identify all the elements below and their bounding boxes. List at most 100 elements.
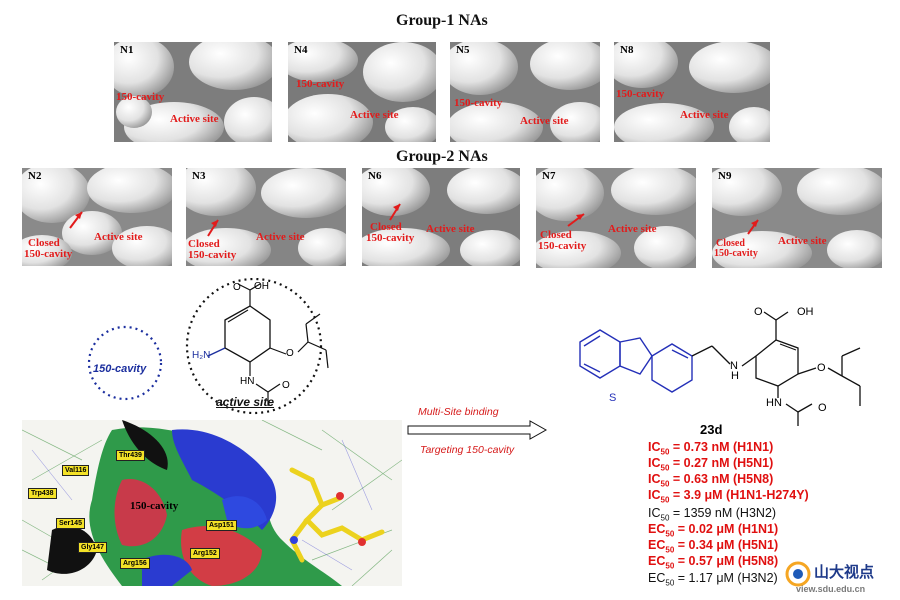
compound-hn-label: HN bbox=[766, 397, 782, 409]
cavity-label: 150-cavity bbox=[24, 248, 73, 260]
compound-oh-label: OH bbox=[797, 306, 814, 318]
cavity-label: 150-cavity bbox=[616, 88, 665, 100]
cyclohexene-ring bbox=[224, 305, 271, 363]
docking-image: 150-cavity Thr439 Val116 Trp438 Ser145 G… bbox=[22, 420, 402, 586]
h2n-label: H₂N bbox=[192, 350, 211, 361]
active-site-circle bbox=[185, 278, 323, 415]
hn-label: HN bbox=[240, 376, 255, 387]
panel-label: N2 bbox=[28, 170, 42, 182]
cavity-label: 150-cavity bbox=[538, 240, 587, 252]
closed-label: Closed bbox=[540, 229, 572, 241]
oh-label: OH bbox=[254, 281, 269, 292]
residue-label: Gly147 bbox=[78, 542, 107, 553]
active-site-label: Active site bbox=[256, 231, 305, 243]
surface-n7 bbox=[536, 168, 696, 268]
closed-label: Closed bbox=[28, 237, 60, 249]
compound-ether-o-label: O bbox=[817, 362, 826, 374]
result-line: IC50 = 0.73 nM (H1N1) bbox=[648, 440, 774, 457]
panel-n1: N1 150-cavity Active site bbox=[114, 42, 272, 142]
panel-label: N7 bbox=[542, 170, 556, 182]
cavity-150-label: 150-cavity bbox=[93, 363, 147, 375]
active-site-label: Active site bbox=[350, 109, 399, 121]
surface-n9 bbox=[712, 168, 882, 268]
surface-n4 bbox=[288, 42, 436, 142]
o-label: O bbox=[233, 282, 241, 293]
panel-n7: N7 Closed 150-cavity Active site bbox=[536, 168, 696, 268]
panel-n6: N6 Closed 150-cavity Active site bbox=[362, 168, 520, 266]
group2-title: Group-2 NAs bbox=[396, 148, 488, 165]
cavity-label: 150-cavity bbox=[188, 249, 237, 261]
amine-n-label: N bbox=[730, 360, 738, 372]
panel-n3: N3 Closed 150-cavity Active site bbox=[186, 168, 346, 266]
residue-label: Trp438 bbox=[28, 488, 57, 499]
hollow-arrow bbox=[407, 420, 548, 440]
panel-label: N5 bbox=[456, 44, 470, 56]
result-line: EC50 = 0.02 μM (H1N1) bbox=[648, 522, 779, 539]
docking-cavity-label: 150-cavity bbox=[130, 500, 179, 512]
panel-label: N9 bbox=[718, 170, 732, 182]
residue-label: Arg152 bbox=[190, 548, 220, 559]
ether-o-label: O bbox=[286, 348, 294, 359]
panel-label: N1 bbox=[120, 44, 134, 56]
active-site-label: Active site bbox=[426, 223, 475, 235]
residue-label: Thr439 bbox=[116, 450, 145, 461]
result-line: IC50 = 0.63 nM (H5N8) bbox=[648, 472, 774, 489]
surface-n5 bbox=[450, 42, 600, 142]
surface-n2 bbox=[22, 168, 172, 266]
active-site-label: Active site bbox=[680, 109, 729, 121]
compound-23d-structure bbox=[579, 311, 861, 426]
active-site-label: Active site bbox=[608, 223, 657, 235]
cavity-label: 150-cavity bbox=[714, 248, 758, 259]
residue-label: Arg156 bbox=[120, 558, 150, 569]
active-site-label: Active site bbox=[170, 113, 219, 125]
closed-label: Closed bbox=[370, 221, 402, 233]
cavity-label: 150-cavity bbox=[116, 91, 165, 103]
closed-label: Closed bbox=[716, 238, 745, 249]
compound-o-label: O bbox=[754, 306, 763, 318]
panel-n2: N2 Closed 150-cavity Active site bbox=[22, 168, 172, 266]
result-line: IC50 = 0.27 nM (H5N1) bbox=[648, 456, 774, 473]
watermark: 山大视点 view.sdu.edu.cn bbox=[784, 560, 894, 596]
panel-label: N8 bbox=[620, 44, 634, 56]
cavity-label: 150-cavity bbox=[454, 97, 503, 109]
result-line: EC50 = 0.34 μM (H5N1) bbox=[648, 538, 779, 555]
result-line: EC50 = 1.17 μM (H3N2) bbox=[648, 571, 778, 588]
panel-n8: N8 150-cavity Active site bbox=[614, 42, 770, 142]
residue-label: Val116 bbox=[62, 465, 90, 476]
result-line: EC50 = 0.57 μM (H5N8) bbox=[648, 554, 779, 571]
cavity-circle bbox=[87, 325, 163, 401]
sulfur-label: S bbox=[609, 392, 617, 404]
watermark-logo-icon bbox=[785, 561, 811, 587]
active-site-text: active site bbox=[216, 395, 275, 409]
cavity-label: 150-cavity bbox=[296, 78, 345, 90]
multi-site-text: Multi-Site binding bbox=[418, 406, 499, 418]
panel-n4: N4 150-cavity Active site bbox=[288, 42, 436, 142]
result-line: IC50 = 1359 nM (H3N2) bbox=[648, 506, 777, 523]
active-site-label: Active site bbox=[520, 115, 569, 127]
panel-n5: N5 150-cavity Active site bbox=[450, 42, 600, 142]
active-site-label: Active site bbox=[94, 231, 143, 243]
watermark-url: view.sdu.edu.cn bbox=[796, 584, 866, 594]
targeting-text: Targeting 150-cavity bbox=[420, 444, 515, 456]
panel-n9: N9 Closed 150-cavity Active site bbox=[712, 168, 882, 268]
watermark-cn: 山大视点 bbox=[814, 564, 875, 581]
surface-n6 bbox=[362, 168, 520, 266]
amine-h-label: H bbox=[731, 370, 739, 382]
panel-label: N3 bbox=[192, 170, 206, 182]
compound-name: 23d bbox=[700, 422, 723, 437]
surface-n8 bbox=[614, 42, 770, 142]
surface-n3 bbox=[186, 168, 346, 266]
carbonyl-o-label: O bbox=[282, 380, 290, 391]
residue-label: Asp151 bbox=[206, 520, 237, 531]
panel-label: N4 bbox=[294, 44, 308, 56]
cavity-label: 150-cavity bbox=[366, 232, 415, 244]
closed-label: Closed bbox=[188, 238, 220, 250]
docking-surface bbox=[22, 420, 402, 586]
panel-label: N6 bbox=[368, 170, 382, 182]
oseltamivir-scheme bbox=[87, 278, 329, 415]
residue-label: Ser145 bbox=[56, 518, 85, 529]
surface-n1 bbox=[114, 42, 272, 142]
compound-carbonyl-o-label: O bbox=[818, 402, 827, 414]
group1-title: Group-1 NAs bbox=[396, 12, 488, 29]
active-site-label: Active site bbox=[778, 235, 827, 247]
